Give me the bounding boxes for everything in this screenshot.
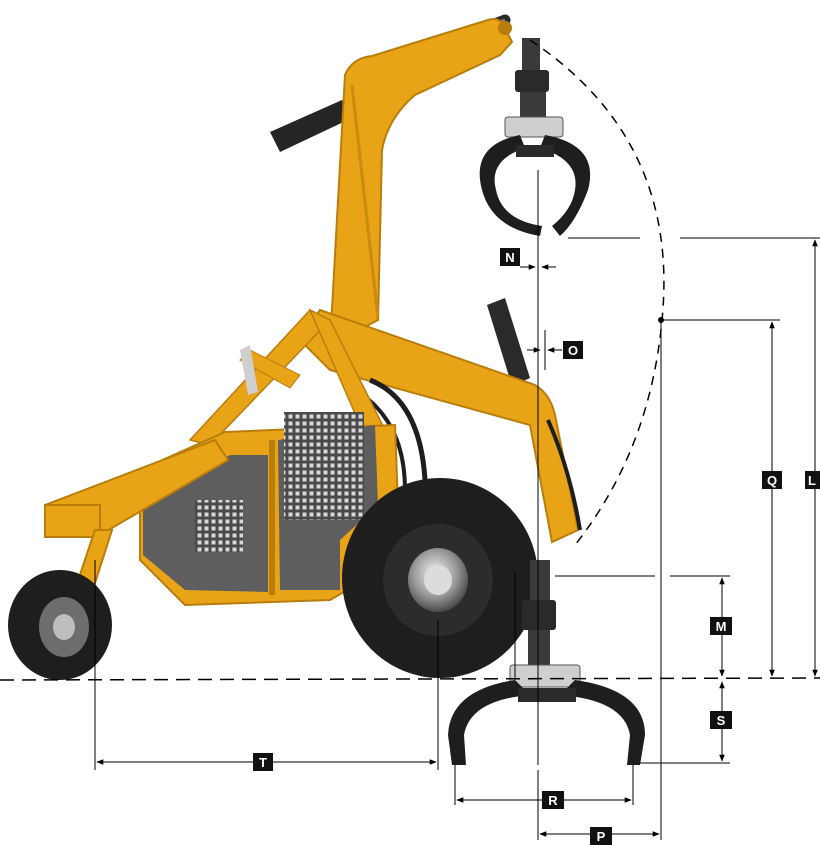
machine-illustration <box>8 14 645 765</box>
dimension-labels: N O Q L M S R T <box>253 248 820 845</box>
label-m: M <box>710 617 732 635</box>
svg-text:T: T <box>259 755 267 770</box>
label-l: L <box>805 471 820 489</box>
label-o: O <box>563 341 583 359</box>
label-r: R <box>542 791 564 809</box>
reach-arc <box>529 39 665 546</box>
dimension-lines <box>0 39 820 840</box>
rear-counterweight <box>270 100 352 152</box>
svg-text:P: P <box>597 829 606 844</box>
lower-crane-arm <box>298 308 582 544</box>
upper-grapple <box>479 38 591 236</box>
engine-grille <box>284 412 364 520</box>
label-n: N <box>500 248 520 266</box>
ground-line <box>0 677 820 681</box>
lower-grapple <box>448 560 645 765</box>
label-p: P <box>590 827 612 845</box>
main-wheel <box>342 478 538 678</box>
label-q: Q <box>762 471 782 489</box>
svg-text:S: S <box>717 713 726 728</box>
label-t: T <box>253 753 273 771</box>
svg-text:L: L <box>808 473 816 488</box>
svg-text:M: M <box>716 619 727 634</box>
svg-text:O: O <box>568 343 578 358</box>
front-wheel <box>8 570 112 680</box>
label-s: S <box>710 711 732 729</box>
main-boom <box>328 18 514 347</box>
side-grille <box>195 500 243 552</box>
svg-text:Q: Q <box>767 473 777 488</box>
svg-text:R: R <box>548 793 558 808</box>
a-frame <box>188 308 392 449</box>
svg-text:N: N <box>505 250 514 265</box>
rear-post <box>487 298 530 386</box>
